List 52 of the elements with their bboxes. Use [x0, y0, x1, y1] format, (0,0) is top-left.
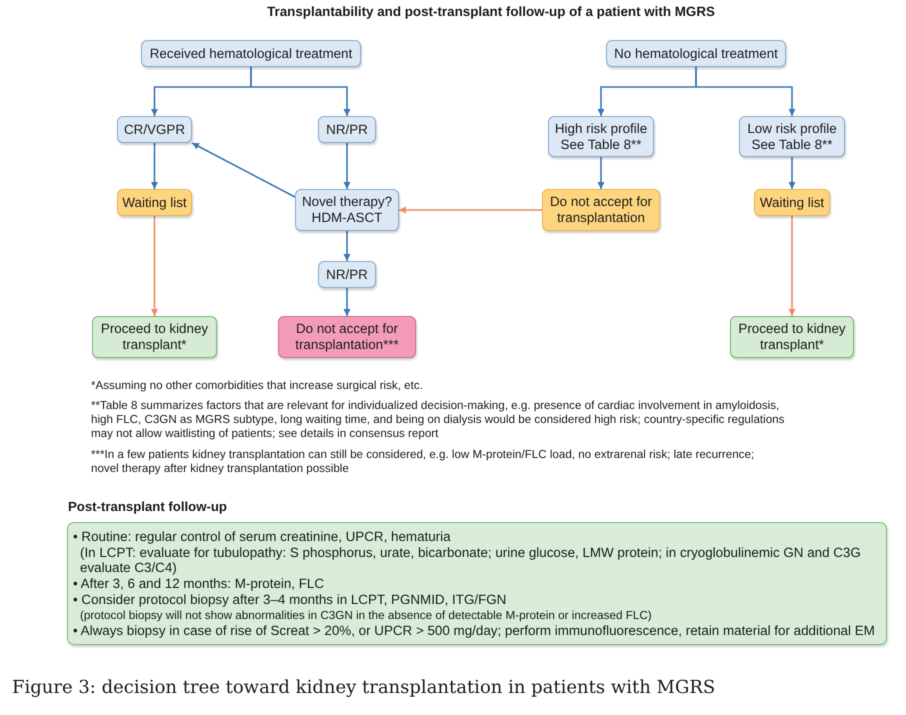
outcome-box [730, 316, 854, 358]
process-box [606, 40, 786, 67]
box-label: Proceed to kidney transplant* [100, 321, 210, 353]
arrow [788, 216, 796, 316]
box-label: NR/PR [326, 266, 368, 282]
arrow [151, 143, 158, 189]
note-text: (protocol biopsy will not show abnormalities in C3GN in the absence of detectable M-protein or increased FLC) [80, 608, 652, 624]
footnote: ***In a few patients kidney transplantation can still be considered, e.g. low M-protein/FLC load, no extrarenal risk; late recurrence; novel therapy after kidney transplantation possible [91, 448, 756, 476]
process-box [739, 116, 845, 157]
box-label: Received hematological treatment [150, 46, 352, 62]
bullet-item: • Routine: regular control of serum creatinine, UPCR, hematuria [73, 529, 451, 545]
status-box [117, 189, 192, 216]
figure-caption: Figure 3: decision tree toward kidney transplantation in patients with MGRS [12, 677, 716, 699]
box-label: Waiting list [760, 194, 824, 210]
note-text: (In LCPT: evaluate for tubulopathy: S phosphorus, urate, bicarbonate; urine glucose, LMW protein; in cryoglobulinemic GN and C3G evaluate C3/C4) [80, 544, 862, 576]
arrow [695, 67, 796, 116]
arrow [151, 216, 158, 316]
box-label: NR/PR [326, 122, 368, 138]
process-box [117, 116, 192, 143]
status-box [754, 189, 830, 216]
arrow [399, 206, 542, 214]
box-label: Waiting list [122, 194, 187, 210]
arrow [344, 288, 350, 316]
process-box [318, 116, 376, 143]
bullet-item: • After 3, 6 and 12 months: M-protein, FLC [73, 576, 324, 592]
box-label: Do not accept for transplantation*** [294, 321, 400, 353]
rejection-box [278, 316, 416, 358]
footnote: *Assuming no other comorbidities that increase surgical risk, etc. [91, 379, 423, 394]
box-label: Do not accept for transplantation [549, 194, 653, 226]
arrow [192, 142, 296, 198]
box-label: Novel therapy? HDM-ASCT [300, 194, 394, 226]
arrow [598, 157, 604, 189]
process-box [548, 116, 654, 157]
box-label: CR/VGPR [124, 122, 185, 138]
bullet-item: • Consider protocol biopsy after 3–4 months in LCPT, PGNMID, ITG/FGN [73, 592, 506, 608]
bullet-item: • Always biopsy in case of rise of Screat > 20%, or UPCR > 500 mg/day; perform immunofluorescence, retain material for additional EM [73, 623, 875, 639]
status-box [542, 189, 660, 231]
box-label: No hematological treatment [614, 46, 778, 62]
process-box [318, 261, 376, 288]
process-box [141, 40, 361, 67]
arrow [344, 231, 350, 261]
box-label: High risk profile See Table 8** [554, 120, 648, 152]
section-heading: Post-transplant follow-up [68, 498, 227, 515]
outcome-box [92, 316, 217, 358]
box-label: Proceed to kidney transplant* [737, 321, 847, 353]
process-box [295, 189, 399, 231]
box-label: Low risk profile See Table 8** [746, 120, 838, 152]
diagram-title: Transplantability and post-transplant follow-up of a patient with MGRS [267, 3, 715, 20]
arrow [344, 143, 350, 189]
arrow [788, 157, 796, 189]
footnote: **Table 8 summarizes factors that are relevant for individualized decision-making, e.g. presence of cardiac involvement in amyloidosis, high FLC, C3GN as MGRS subtype, long waiting time, and being on dialysis would be considered high risk; country-specific regulations may not allow waitlisting of patients; see details in consensus report [91, 399, 786, 442]
arrow [250, 67, 350, 116]
